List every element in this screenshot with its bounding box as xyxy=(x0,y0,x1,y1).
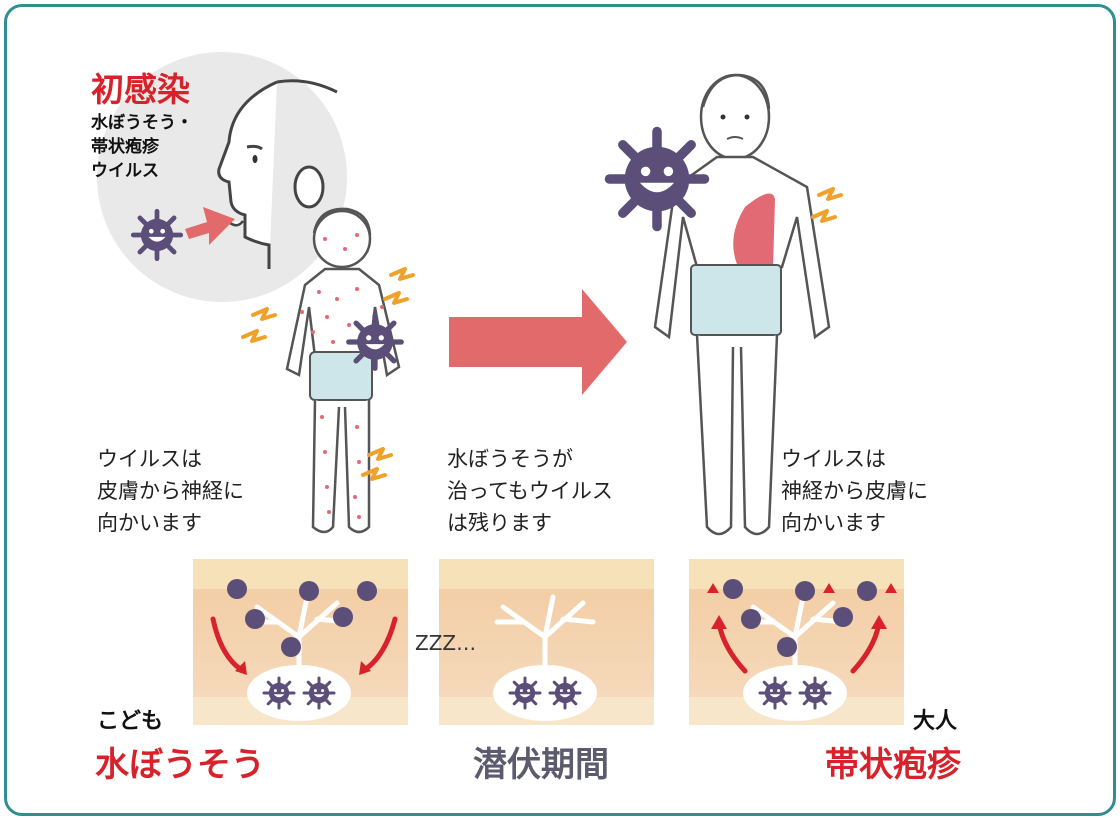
skin-panel-child xyxy=(193,559,408,725)
caption-child: ウイルスは 皮膚から神経に 向かいます xyxy=(97,447,244,535)
illustration xyxy=(97,52,904,725)
pain-bolts-adult xyxy=(811,187,843,223)
skin-panel-adult xyxy=(689,559,904,725)
rash-dots xyxy=(300,233,384,519)
virus-name-label: 水ぼうそう・ 帯状疱疹 ウイルス xyxy=(91,113,193,181)
label-shingles: 帯状疱疹 xyxy=(825,745,961,785)
progression-arrow xyxy=(449,289,627,395)
caption-adult: ウイルスは 神経から皮膚に 向かいます xyxy=(781,447,928,535)
initial-infection-title: 初感染 xyxy=(91,70,190,109)
skin-panel-latent xyxy=(439,559,654,725)
label-chickenpox: 水ぼうそう xyxy=(95,745,265,785)
caption-latent: 水ぼうそうが 治ってもウイルス は残ります xyxy=(447,447,613,535)
child-figure xyxy=(285,207,401,534)
label-child: こども xyxy=(97,709,164,734)
virus-entering-mouth xyxy=(133,207,235,259)
label-latent-period: 潜伏期間 xyxy=(473,745,609,785)
adult-figure xyxy=(610,73,831,536)
label-adult: 大人 xyxy=(913,709,958,734)
sleep-zzz: ZZZ… xyxy=(415,631,477,655)
diagram-frame: 初感染 水ぼうそう・ 帯状疱疹 ウイルス ウイルスは 皮膚から神経に 向かいます… xyxy=(4,4,1116,816)
